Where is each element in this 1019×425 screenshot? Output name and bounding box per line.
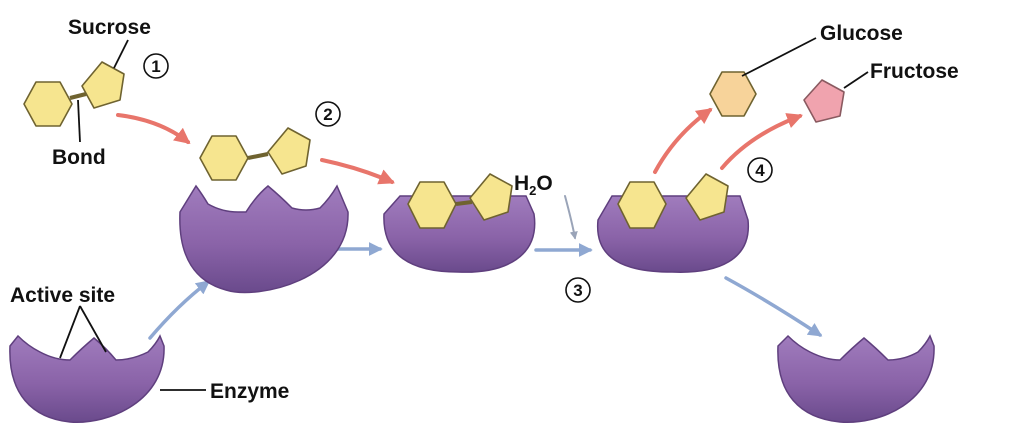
- arrow-substrate-to-complex: [320, 158, 395, 185]
- arrow-enzyme-return: [724, 276, 823, 337]
- step-markers: 1 2 3 4: [143, 53, 773, 303]
- step-4-number: 4: [755, 161, 765, 180]
- step-3: 3: [565, 277, 591, 303]
- glucose-ring: [407, 181, 457, 229]
- arrows: [116, 108, 823, 340]
- water-o: O: [536, 172, 552, 195]
- arrow-enzyme-rise: [148, 280, 211, 340]
- step-4-circle: [747, 157, 773, 183]
- leader-lines: [59, 37, 869, 391]
- sucrose-molecule: [23, 61, 125, 127]
- leader-active-site-1: [59, 305, 81, 359]
- labels: Sucrose Bond Active site Enzyme Glucose …: [10, 16, 959, 403]
- label-bond: Bond: [52, 146, 106, 169]
- fructose-ring: [81, 61, 125, 109]
- arrow-release-fructose: [720, 113, 803, 170]
- step-1-circle: [143, 53, 169, 79]
- molecules: [23, 61, 845, 229]
- label-water: H2O: [514, 172, 553, 198]
- leader-sucrose: [113, 39, 129, 69]
- label-active-site: Active site: [10, 284, 115, 307]
- fructose-ring: [469, 173, 513, 221]
- enzyme-5: [777, 334, 935, 423]
- step-2-circle: [315, 101, 341, 127]
- sucrose-bound: [407, 173, 513, 229]
- step-3-number: 3: [573, 281, 582, 300]
- glucose-ring: [617, 181, 667, 229]
- enzyme-1: [9, 334, 165, 423]
- glycosidic-bond: [247, 152, 269, 160]
- glycosidic-bond: [69, 92, 87, 100]
- glucose-ring: [199, 135, 249, 181]
- leader-fructose: [843, 71, 869, 89]
- label-sucrose: Sucrose: [68, 16, 151, 39]
- sucrose-approach: [199, 127, 311, 181]
- step-1-number: 1: [151, 57, 160, 76]
- label-enzyme: Enzyme: [210, 380, 289, 403]
- step-2-number: 2: [323, 105, 332, 124]
- leader-active-site-2: [79, 305, 107, 353]
- step-1: 1: [143, 53, 169, 79]
- label-glucose: Glucose: [820, 22, 903, 45]
- enzyme-3: [383, 195, 536, 273]
- glucose-product: [709, 71, 757, 117]
- step-4: 4: [747, 157, 773, 183]
- arrow-release-glucose: [653, 108, 713, 174]
- glycosidic-bond: [455, 200, 473, 206]
- water-subscript: 2: [529, 183, 536, 198]
- leader-bond: [77, 99, 81, 143]
- label-fructose: Fructose: [870, 60, 959, 83]
- glucose-ring: [23, 81, 73, 127]
- arrow-water-entry: [564, 195, 578, 240]
- enzyme-2: [179, 184, 349, 294]
- leader-glucose: [741, 37, 817, 77]
- fructose-product: [803, 79, 845, 123]
- enzymes: [9, 184, 935, 423]
- sucrose-hydrolysed: [617, 173, 729, 229]
- step-3-circle: [565, 277, 591, 303]
- fructose-ring: [685, 173, 729, 221]
- water-h: H: [514, 172, 529, 195]
- arrow-sucrose-to-enzyme: [116, 113, 191, 144]
- step-2: 2: [315, 101, 341, 127]
- fructose-ring: [267, 127, 311, 175]
